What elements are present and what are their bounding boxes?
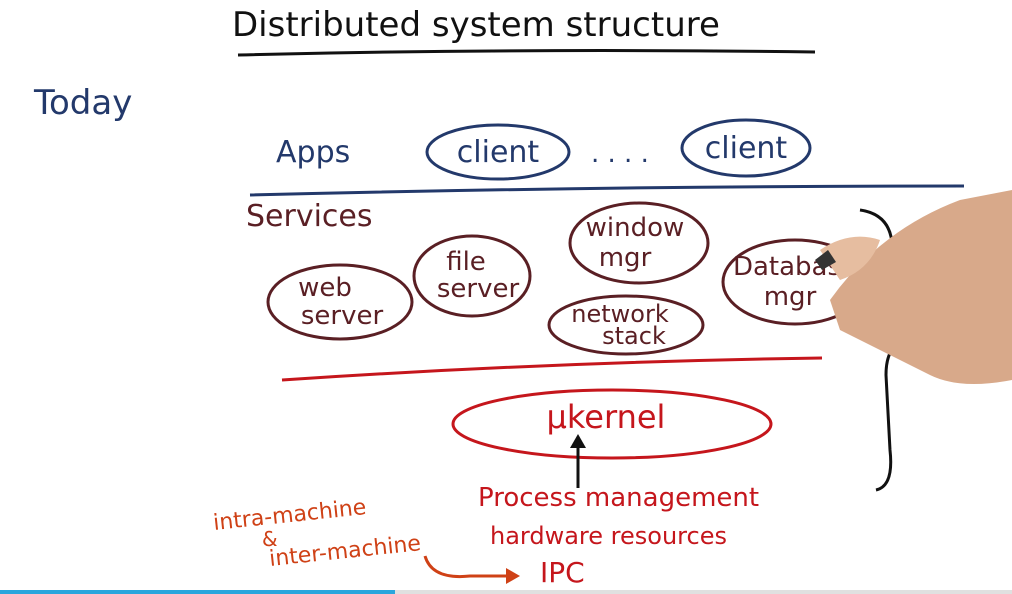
web-server-label-1: web xyxy=(298,273,352,303)
network-stack-bubble xyxy=(547,294,705,356)
web-server-bubble xyxy=(266,263,414,341)
file-server-bubble xyxy=(412,234,532,318)
client-right-bubble xyxy=(680,118,812,178)
ipc-arrow-line xyxy=(423,555,512,579)
hardware-resources-label: hardware resources xyxy=(490,522,727,550)
network-stack-label-1: network xyxy=(571,300,669,328)
services-label: Services xyxy=(246,199,373,234)
ipc-label: IPC xyxy=(540,556,585,589)
client-right-label: client xyxy=(705,131,788,166)
kernel-divider xyxy=(281,356,823,382)
database-mgr-label-2: mgr xyxy=(764,282,817,312)
title-underline xyxy=(237,49,816,57)
kernel-arrow-head xyxy=(570,434,586,448)
instructor-hand-image xyxy=(815,190,1012,384)
today-label: Today xyxy=(33,83,132,123)
file-server-label-1: file xyxy=(446,247,486,277)
inter-machine-label: inter-machine xyxy=(268,531,422,572)
window-mgr-label-1: window xyxy=(586,213,685,243)
video-progress-fill xyxy=(0,590,395,594)
intra-machine-label: intra-machine xyxy=(212,495,367,536)
microkernel-label: μkernel xyxy=(547,398,666,436)
client-left-label: client xyxy=(457,135,540,170)
window-mgr-bubble xyxy=(568,201,710,285)
file-server-label-2: server xyxy=(437,274,520,304)
microkernel-bubble xyxy=(451,388,773,460)
web-server-label-2: server xyxy=(301,301,384,331)
process-management-label: Process management xyxy=(478,483,759,513)
client-left-bubble xyxy=(425,123,571,181)
network-stack-label-2: stack xyxy=(602,322,666,350)
diagram-title: Distributed system structure xyxy=(232,5,720,45)
ampersand-label: & xyxy=(262,527,278,551)
apps-label: Apps xyxy=(276,135,350,170)
apps-ellipsis: . . . . xyxy=(591,139,649,169)
window-mgr-label-2: mgr xyxy=(599,243,652,273)
ipc-arrow-head xyxy=(506,568,520,584)
video-progress-bar[interactable] xyxy=(0,590,1012,594)
apps-divider xyxy=(249,184,965,197)
